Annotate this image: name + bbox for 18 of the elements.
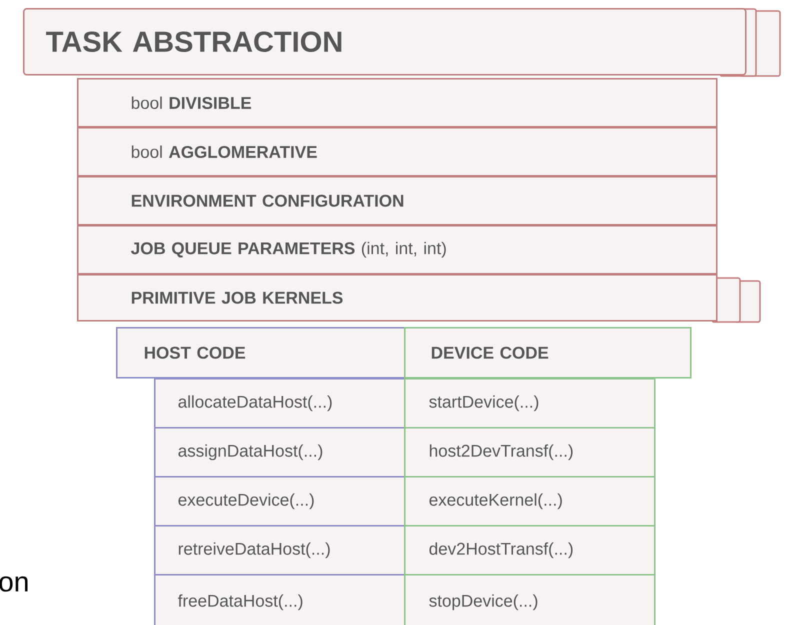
parameter-box: bool DIVISIBLE [77,78,718,128]
function-box: allocateDataHost(...) [154,378,406,428]
parameter-box: JOB QUEUE PARAMETERS (int, int, int) [77,225,718,274]
kernel-box: PRIMITIVE JOB KERNELS [77,274,718,322]
function-box: startDevice(...) [404,378,656,428]
function-box: freeDataHost(...) [154,574,406,625]
title-box: TASK ABSTRACTION [23,8,746,76]
function-box: executeDevice(...) [154,476,406,526]
host-code-header: HOST CODE [116,327,406,378]
function-box: stopDevice(...) [404,574,656,625]
device-code-header: DEVICE CODE [404,327,692,378]
function-box: dev2HostTransf(...) [404,525,656,576]
parameter-box: bool AGGLOMERATIVE [77,127,718,176]
function-box: retreiveDataHost(...) [154,525,406,576]
function-box: executeKernel(...) [404,476,656,526]
function-box: host2DevTransf(...) [404,427,656,478]
parameter-box: ENVIRONMENT CONFIGURATION [77,176,718,226]
function-box: assignDataHost(...) [154,427,406,478]
